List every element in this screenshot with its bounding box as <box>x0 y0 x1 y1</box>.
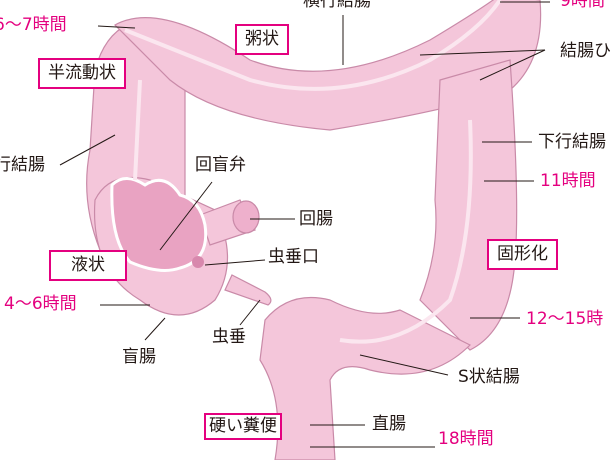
label-ileum: 回腸 <box>299 209 333 229</box>
state-hard-stool: 硬い糞便 <box>204 413 282 440</box>
state-liquid: 液状 <box>49 250 127 281</box>
label-appendix-opening: 虫垂口 <box>268 247 319 267</box>
label-appendix: 虫垂 <box>212 327 246 347</box>
label-sigmoid-colon: S状結腸 <box>458 367 520 387</box>
label-cecum: 盲腸 <box>122 347 156 367</box>
state-solidifying: 固形化 <box>487 239 558 270</box>
state-porridge: 粥状 <box>235 24 289 55</box>
time-transverse: 9時間 <box>560 0 605 11</box>
label-taenia-coli: 結腸ひ <box>560 41 611 61</box>
appendix <box>224 274 272 306</box>
label-ileocecal-valve: 回盲弁 <box>195 155 246 175</box>
state-semi-fluid: 半流動状 <box>38 58 126 89</box>
time-cecum: 4〜6時間 <box>4 294 77 314</box>
time-rectum: 18時間 <box>438 429 494 449</box>
transverse-colon <box>114 0 542 131</box>
time-descending: 11時間 <box>540 171 596 191</box>
cecum-interior <box>110 177 208 272</box>
time-ascending: 6〜7時間 <box>0 15 67 35</box>
label-descending-colon: 下行結腸 <box>538 132 606 152</box>
label-rectum: 直腸 <box>372 414 406 434</box>
label-ascending-colon: 行結腸 <box>0 155 45 175</box>
label-transverse-colon: 横行結腸 <box>303 0 371 11</box>
time-sigmoid: 12〜15時 <box>526 309 604 329</box>
